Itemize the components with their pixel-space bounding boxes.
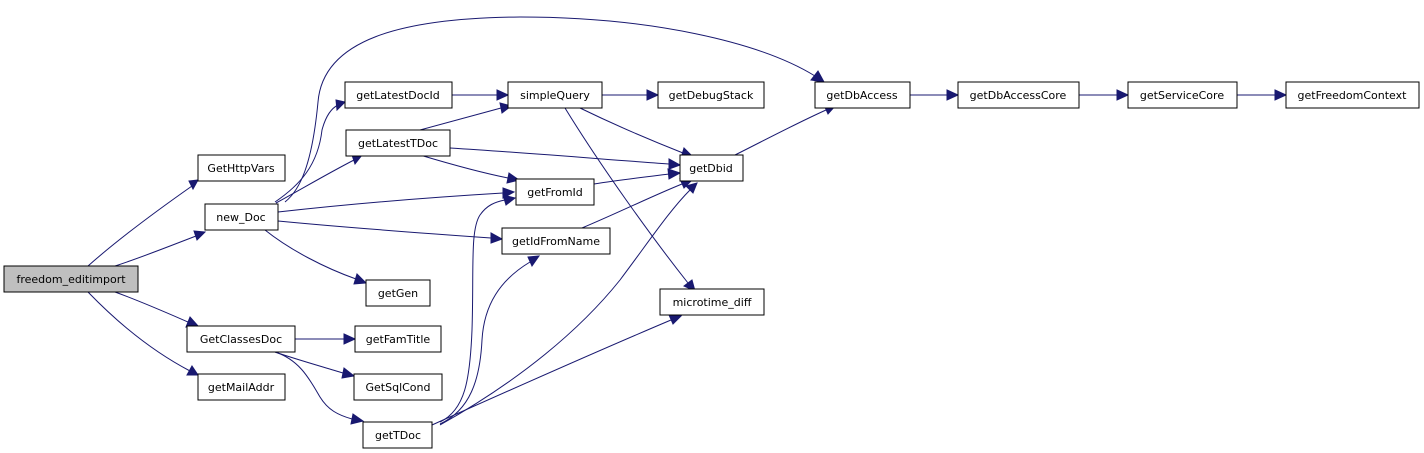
node-label: getLatestTDoc — [358, 137, 438, 150]
node-getLatestDocId[interactable]: getLatestDocId — [344, 81, 453, 109]
edge-freedom_editimport-new_Doc — [114, 230, 207, 267]
node-new_Doc[interactable]: new_Doc — [204, 203, 279, 231]
node-label: getFreedomContext — [1298, 89, 1408, 102]
node-label: GetHttpVars — [207, 162, 274, 175]
edge-new_Doc-getFromId — [277, 187, 516, 213]
edge-simpleQuery-getDebugStack — [602, 89, 660, 101]
node-label: getServiceCore — [1140, 89, 1224, 102]
node-getMailAddr[interactable]: getMailAddr — [197, 373, 286, 401]
edge-new_Doc-getLatestTDoc — [275, 154, 364, 204]
node-freedom_editimport[interactable]: freedom_editimport — [3, 265, 139, 293]
node-getTDoc[interactable]: getTDoc — [362, 421, 433, 449]
node-label: getDbAccessCore — [970, 89, 1067, 102]
node-getDbAccess[interactable]: getDbAccess — [814, 81, 911, 109]
node-getFamTitle[interactable]: getFamTitle — [354, 325, 442, 353]
node-label: getFromId — [527, 186, 583, 199]
edge-getDbAccess-getDbAccessCore — [910, 89, 960, 101]
node-getIdFromName[interactable]: getIdFromName — [501, 227, 611, 255]
edge-getLatestDocId-simpleQuery — [452, 89, 510, 101]
edge-getDbAccessCore-getServiceCore — [1079, 89, 1130, 101]
node-microtime_diff[interactable]: microtime_diff — [659, 288, 765, 316]
node-label: getTDoc — [375, 429, 421, 442]
edge-freedom_editimport-GetHttpVars — [87, 179, 199, 267]
node-GetClassesDoc[interactable]: GetClassesDoc — [186, 325, 296, 353]
node-getGen[interactable]: getGen — [365, 279, 431, 307]
edge-getLatestTDoc-getFromId — [419, 154, 521, 184]
edge-getTDoc-getFromId — [439, 194, 517, 423]
edge-new_Doc-getDbAccess — [284, 16, 825, 203]
node-GetHttpVars[interactable]: GetHttpVars — [197, 154, 286, 182]
node-label: getDbAccess — [826, 89, 897, 102]
edge-new_Doc-getIdFromName — [277, 220, 504, 244]
node-label: new_Doc — [216, 211, 265, 224]
node-label: simpleQuery — [520, 89, 590, 102]
node-label: getDebugStack — [669, 89, 754, 102]
node-getFreedomContext[interactable]: getFreedomContext — [1285, 81, 1420, 109]
node-getFromId[interactable]: getFromId — [515, 178, 595, 206]
node-label: GetSqlCond — [366, 381, 431, 394]
edge-simpleQuery-getDbid — [579, 107, 695, 159]
node-label: GetClassesDoc — [200, 333, 282, 346]
node-getServiceCore[interactable]: getServiceCore — [1127, 81, 1238, 109]
edge-GetClassesDoc-getFamTitle — [295, 333, 357, 345]
node-getLatestTDoc[interactable]: getLatestTDoc — [345, 129, 451, 157]
node-label: getMailAddr — [208, 381, 275, 394]
node-getDbAccessCore[interactable]: getDbAccessCore — [957, 81, 1080, 109]
edge-getDbid-getDbAccess — [734, 104, 838, 156]
edge-getTDoc-microtime_diff — [431, 314, 683, 426]
node-simpleQuery[interactable]: simpleQuery — [507, 81, 603, 109]
edge-GetClassesDoc-getTDoc — [274, 351, 365, 425]
node-GetSqlCond[interactable]: GetSqlCond — [353, 373, 443, 401]
node-label: getLatestDocId — [356, 89, 440, 102]
node-label: getIdFromName — [512, 235, 600, 248]
edge-GetClassesDoc-GetSqlCond — [274, 351, 356, 379]
edge-getIdFromName-getDbid — [581, 178, 694, 229]
node-label: getDbid — [689, 162, 733, 175]
edge-freedom_editimport-getMailAddr — [87, 291, 199, 376]
edge-new_Doc-getLatestDocId — [274, 99, 346, 203]
edge-freedom_editimport-GetClassesDoc — [114, 291, 200, 328]
node-label: freedom_editimport — [16, 273, 126, 286]
edge-new_Doc-getGen — [264, 229, 368, 285]
node-label: getGen — [378, 287, 418, 300]
node-label: microtime_diff — [673, 296, 752, 309]
edge-getTDoc-getIdFromName — [439, 255, 541, 425]
edge-getLatestTDoc-getDbid — [449, 147, 682, 170]
edge-getTDoc-getDbid — [439, 182, 698, 426]
node-getDebugStack[interactable]: getDebugStack — [657, 81, 765, 109]
edge-getServiceCore-getFreedomContext — [1237, 89, 1288, 101]
edge-getFromId-getDbid — [593, 168, 682, 185]
node-getDbid[interactable]: getDbid — [679, 154, 744, 182]
node-label: getFamTitle — [366, 333, 431, 346]
